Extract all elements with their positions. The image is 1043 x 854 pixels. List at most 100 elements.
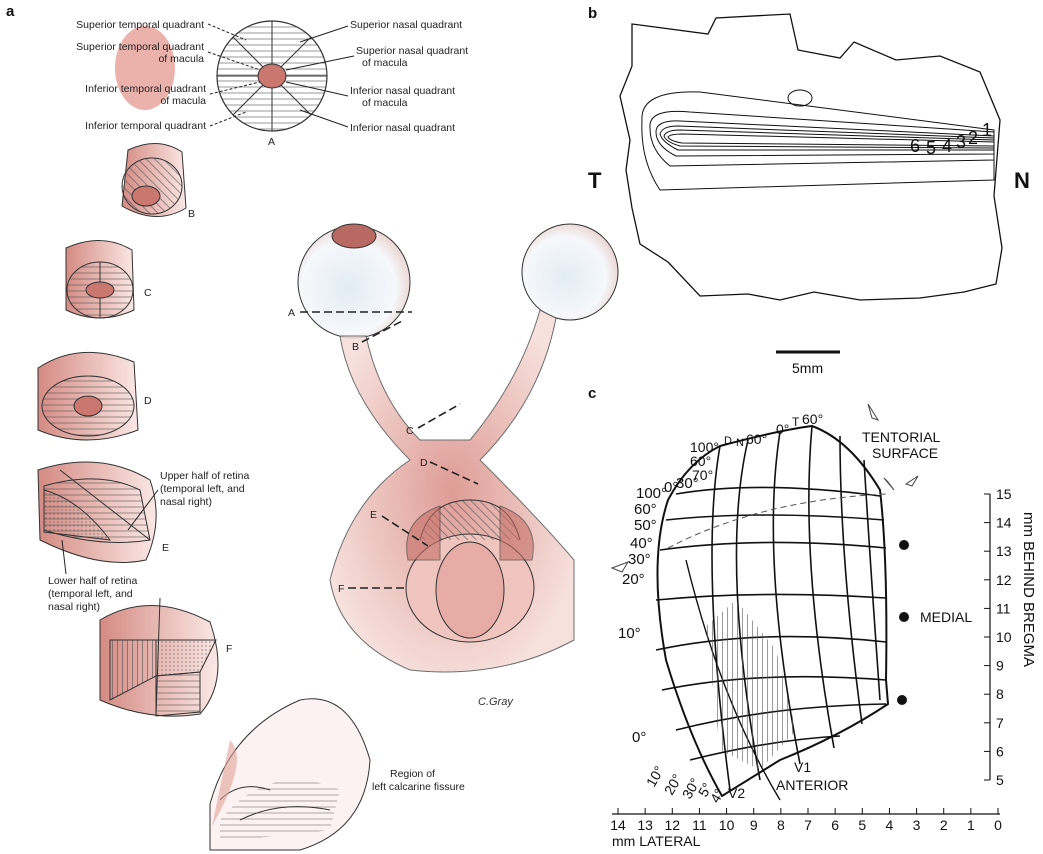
- y-axis: 15 14 13 12 11 10 9 8 7 6 5 mm BEHIND BREGMA: [984, 486, 1037, 788]
- artist-signature: C.Gray: [478, 696, 514, 708]
- retina-outline: [620, 14, 1002, 300]
- section-letter-b: B: [188, 208, 195, 220]
- x-tick-label: 13: [637, 817, 653, 833]
- x-axis-title: mm LATERAL: [612, 833, 701, 849]
- cut-label-f: F: [338, 583, 344, 595]
- upper-half-label: Upper half of retina(temporal left, andn…: [160, 470, 249, 508]
- degree-label: 60°: [634, 501, 657, 518]
- y-axis-title: mm BEHIND BREGMA: [1020, 512, 1037, 667]
- degree-label: 100°: [636, 485, 667, 502]
- y-tick-label: 8: [996, 686, 1004, 702]
- degree-label: 20°: [622, 571, 645, 588]
- y-tick-label: 9: [996, 658, 1004, 674]
- medial-label: MEDIAL: [920, 609, 972, 625]
- y-tick-label: 5: [996, 772, 1004, 788]
- section-letter-c: C: [144, 287, 152, 299]
- y-tick-label: 13: [996, 543, 1012, 559]
- hatched-zone: [706, 600, 796, 770]
- temporal-label: T: [588, 168, 602, 193]
- x-tick-label: 9: [750, 817, 758, 833]
- x-tick-label: 7: [804, 817, 812, 833]
- section-letter-e: E: [162, 542, 169, 554]
- contour-number: 3: [956, 132, 966, 152]
- panel-b-letter: b: [588, 5, 597, 22]
- quadrant-label: Superior nasal quadrant: [350, 19, 462, 31]
- contour-number: 2: [968, 128, 978, 148]
- y-tick-label: 10: [996, 629, 1012, 645]
- contour-number: 4: [942, 136, 952, 156]
- cut-label-a: A: [288, 307, 295, 319]
- arrowhead-icon: [906, 476, 918, 486]
- contour-number: 1: [982, 120, 992, 140]
- y-tick-label: 14: [996, 515, 1012, 531]
- degree-label: N: [736, 437, 744, 449]
- v1-label: V1: [794, 759, 811, 775]
- degree-label: 50°: [634, 517, 657, 534]
- section-letter-d: D: [144, 395, 152, 407]
- y-tick-label: 11: [996, 600, 1011, 616]
- arrowhead-icon: [868, 404, 878, 420]
- degree-label: 60°: [746, 431, 767, 447]
- section-c-drawing: C: [66, 240, 152, 318]
- section-b-drawing: B: [122, 143, 195, 220]
- y-tick-label: 15: [996, 486, 1012, 502]
- x-tick-label: 10: [719, 817, 735, 833]
- contour-number: 6: [910, 136, 920, 156]
- quadrant-label: Inferior nasal quadrant: [350, 122, 455, 134]
- degree-label: 30°: [676, 475, 699, 492]
- y-tick-label: 6: [996, 743, 1004, 759]
- quadrant-label: Superior temporal quadrant: [76, 19, 204, 31]
- x-tick-label: 5: [858, 817, 866, 833]
- y-tick-label: 7: [996, 715, 1004, 731]
- x-tick-label: 11: [692, 817, 707, 833]
- calcarine-drawing: [210, 699, 370, 850]
- contour-number: 5: [926, 138, 936, 158]
- x-tick-label: 3: [913, 817, 921, 833]
- degree-label: D: [724, 435, 732, 447]
- cut-label-d: D: [420, 457, 428, 469]
- tentorial-line: [668, 494, 886, 548]
- panel-b: b 6 5 4 3 2 1 T N 5mm: [588, 5, 1030, 376]
- y-tick-label: 12: [996, 572, 1012, 588]
- medial-dot: [899, 612, 909, 622]
- bottom-degree-labels: 10° 20° 30° 5° 4° V2: [643, 763, 746, 805]
- visual-pathway-drawing: [298, 224, 618, 672]
- section-e-drawing: E: [38, 462, 169, 563]
- section-d-drawing: D: [38, 352, 152, 440]
- panel-c: c: [588, 385, 1037, 849]
- degree-label: 30°: [628, 551, 651, 568]
- x-tick-label: 8: [777, 817, 785, 833]
- arrowhead-icon: [884, 478, 894, 490]
- degree-label: 0°: [776, 421, 789, 437]
- x-tick-label: 4: [886, 817, 894, 833]
- degree-label: 40°: [630, 535, 653, 552]
- panel-a-letter: a: [6, 3, 15, 20]
- cut-label-b: B: [352, 341, 359, 353]
- cut-label-c: C: [406, 425, 414, 437]
- scale-bar-label: 5mm: [792, 360, 823, 376]
- x-tick-label: 1: [967, 817, 975, 833]
- medial-dot: [897, 695, 907, 705]
- section-letter-a: A: [268, 136, 275, 148]
- section-f-drawing: F: [100, 598, 232, 716]
- degree-label: 0°: [632, 729, 646, 746]
- v2-label: V2: [728, 785, 745, 801]
- nasal-label: N: [1014, 168, 1030, 193]
- x-tick-label: 6: [831, 817, 839, 833]
- section-a-disc: [217, 21, 327, 131]
- degree-label: 60°: [802, 411, 823, 427]
- y-axis-ticks: 15 14 13 12 11 10 9 8 7 6 5: [984, 486, 1012, 788]
- section-letter-f: F: [226, 643, 232, 655]
- x-tick-label: 2: [940, 817, 948, 833]
- x-tick-label: 12: [664, 817, 680, 833]
- x-tick-label: 0: [994, 817, 1002, 833]
- anterior-label: ANTERIOR: [776, 777, 848, 793]
